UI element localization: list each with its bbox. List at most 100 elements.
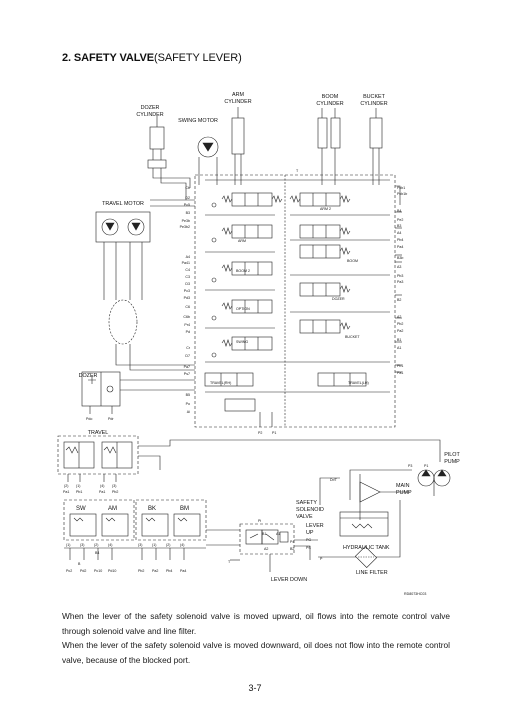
boom-cylinder xyxy=(317,108,341,175)
lever-up-label-1: LEVER xyxy=(306,523,324,529)
arm-cylinder xyxy=(231,107,245,175)
left-port-19: Pa7 xyxy=(184,365,190,369)
left-port-22: Po xyxy=(186,402,190,406)
travel-port-0: Pa1 xyxy=(63,490,69,494)
rcv-port-2: Pc10 xyxy=(94,569,102,573)
travel-port-2: Pa1 xyxy=(99,490,105,494)
remote-control-valve-left xyxy=(63,499,135,541)
page-title-bold: 2. SAFETY VALVE xyxy=(62,52,155,64)
main-pump-label-2: PUMP xyxy=(396,490,412,496)
left-port-12: Pd3 xyxy=(184,296,190,300)
left-port-13: C6 xyxy=(185,305,190,309)
left-port-23: Ai xyxy=(187,410,190,414)
right-port-0: Pcb1 xyxy=(397,186,405,190)
rcv-sub-1: B xyxy=(78,562,81,566)
left-port-21: B5 xyxy=(186,393,190,397)
port-pg: PG xyxy=(306,538,311,542)
left-port-5: Pe3b2 xyxy=(180,225,190,229)
hydraulic-tank-label: HYDRAULIC TANK xyxy=(343,545,390,551)
bucket-cylinder-label-2: CYLINDER xyxy=(360,101,387,107)
spool-travel-lh-label: TRAVEL(LH) xyxy=(348,381,369,385)
rcv-number-4: (3) xyxy=(138,543,142,547)
rcv-label-am: AM xyxy=(108,506,117,512)
page-title: 2. SAFETY VALVE(SAFETY LEVER) xyxy=(62,52,242,64)
dozer-cylinder xyxy=(147,116,167,169)
right-port-19: Pa1 xyxy=(397,371,403,375)
right-port-1: Pcb1b xyxy=(397,192,407,196)
left-port-11: Pc3 xyxy=(184,289,190,293)
safety-solenoid-label-3: VALVE xyxy=(296,514,313,520)
dozer-port-0: Pdo xyxy=(86,417,92,421)
travel-motor xyxy=(95,211,151,252)
left-port-6: A4 xyxy=(186,255,190,259)
left-port-7: Pa41 xyxy=(182,261,190,265)
page-number: 3-7 xyxy=(248,683,262,693)
rcv-number-6: (2) xyxy=(166,543,170,547)
port-t2: T xyxy=(228,560,231,564)
spool-travel-rh-label: TRAVEL(RH) xyxy=(210,381,231,385)
right-port-15: Pa2 xyxy=(397,329,403,333)
boom-cylinder-label-2: CYLINDER xyxy=(316,101,343,107)
port-p3: P3 xyxy=(408,464,412,468)
bucket-cylinder-label-1: BUCKET xyxy=(363,94,386,100)
travel-number-2: (4) xyxy=(100,484,104,488)
port-t: T xyxy=(296,169,299,173)
rcv-number-5: (1) xyxy=(152,543,156,547)
right-port-8: B3b xyxy=(397,256,403,260)
right-port-12: B2 xyxy=(397,298,401,302)
right-port-3: Pe2 xyxy=(397,218,403,222)
rcv-number-7: (4) xyxy=(180,543,184,547)
pilot-pump-label-2: PUMP xyxy=(444,459,460,465)
travel-number-3: (3) xyxy=(112,484,116,488)
dozer-label: DOZER xyxy=(79,373,98,379)
left-port-1: D2 xyxy=(185,196,190,200)
port-b2: B2 xyxy=(290,547,294,551)
rcv-label-bm: BM xyxy=(180,506,189,512)
right-port-9: A3 xyxy=(397,265,401,269)
arm-cylinder-label-1: ARM xyxy=(232,92,244,98)
travel-pilot-valve xyxy=(57,435,139,482)
remote-control-valve-right xyxy=(135,499,207,541)
right-port-17: A1 xyxy=(397,346,401,350)
line-filter xyxy=(354,545,378,569)
spool-boom-label: BOOM xyxy=(347,259,358,263)
main-pump-label-1: MAIN xyxy=(396,483,410,489)
right-port-10: Pb3 xyxy=(397,274,403,278)
port-b1: B1 xyxy=(262,532,266,536)
body-paragraph-2: When the lever of the safety solenoid va… xyxy=(62,640,450,665)
left-port-8: C4 xyxy=(185,268,190,272)
rcv-port-0: Pc2 xyxy=(66,569,72,573)
rcv-label-bk: BK xyxy=(148,506,156,512)
right-port-16: B1 xyxy=(397,338,401,342)
port-pi: Pi xyxy=(258,519,261,523)
dozer-control xyxy=(81,371,195,414)
safety-solenoid-label-2: SOLENOID xyxy=(296,507,324,513)
pilot-pump xyxy=(417,469,451,496)
right-port-11: Pa3 xyxy=(397,280,403,284)
main-control-valve xyxy=(194,174,396,428)
right-port-4: B3 xyxy=(397,224,401,228)
rcv-port-5: Pa2 xyxy=(152,569,158,573)
spool-option-label: OPTION xyxy=(236,307,250,311)
body-text: When the lever of the safety solenoid va… xyxy=(62,609,450,667)
port-p: P xyxy=(320,557,323,561)
travel-number-0: (2) xyxy=(64,484,68,488)
travel-motor-label: TRAVEL MOTOR xyxy=(102,201,144,207)
swing-motor xyxy=(197,136,219,175)
left-port-3: B3 xyxy=(186,211,190,215)
left-port-0: Cb xyxy=(185,186,190,190)
spool-arm2-label: ARM 2 xyxy=(320,207,331,211)
main-pump xyxy=(359,474,410,520)
bucket-cylinder xyxy=(369,108,383,175)
dozer-cylinder-label-1: DOZER xyxy=(141,105,160,111)
travel-label: TRAVEL xyxy=(88,430,109,436)
rcv-number-2: (2) xyxy=(94,543,98,547)
port-p4: P4 xyxy=(290,540,294,544)
port-ps: PS xyxy=(306,546,311,550)
right-port-14: Pb2 xyxy=(397,322,403,326)
rcv-number-0: (1) xyxy=(66,543,70,547)
port-a1: A1 xyxy=(276,532,280,536)
figure-id: RD8073HC03 xyxy=(404,592,426,596)
port-a2: A2 xyxy=(264,547,268,551)
body-paragraph-1: When the lever of the safety solenoid va… xyxy=(62,611,450,636)
